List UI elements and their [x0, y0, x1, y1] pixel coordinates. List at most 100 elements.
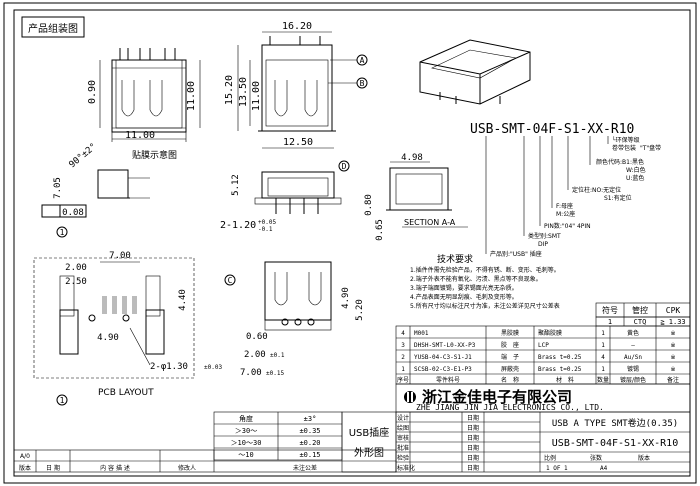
flatness-box	[41, 204, 61, 218]
bom-row: 2 YUSB-04-C3-S1-J1 端 子 Brass t=0.25 4 Au…	[401, 353, 675, 361]
side-view	[258, 36, 336, 132]
svg-text:批准: 批准	[397, 444, 409, 452]
drawing-name-2: 外形图	[354, 447, 384, 459]
callout-b-text: B	[360, 79, 365, 88]
svg-text:4: 4	[401, 330, 405, 337]
svg-text:1: 1	[601, 342, 605, 349]
drawing-name-1: USB插座	[349, 426, 390, 439]
svg-text:LCP: LCP	[538, 342, 549, 349]
svg-text:Brass t=0.25: Brass t=0.25	[538, 366, 582, 373]
svg-text:U:蓝色: U:蓝色	[626, 174, 644, 182]
dim-hole-tol: ±0.03	[204, 364, 222, 371]
svg-text:修改人: 修改人	[178, 464, 196, 472]
dim-498: 4.98	[401, 153, 423, 163]
svg-text:±3°: ±3°	[304, 415, 317, 423]
signature-block: 设计 绘图 审核 批准 检验 标准化 日期 日期 日期 日期 日期 日期 比例 …	[397, 414, 650, 472]
bom-header: 序号 零件料号 名 称 材 料 数量 镀层/颜色 备注	[397, 376, 679, 384]
company-name: 浙江金佳电子有限公司	[422, 388, 572, 406]
callout-c	[224, 274, 236, 286]
svg-text:日期: 日期	[467, 424, 479, 432]
inner-border	[13, 9, 691, 477]
svg-text:SCSB-02-C3-E1-P3: SCSB-02-C3-E1-P3	[414, 366, 472, 373]
section-view	[386, 167, 452, 211]
svg-text:胶 座: 胶 座	[501, 341, 519, 349]
revision-table: A/0 日 期 内 容 描 述 修改人 版本 未注公差	[19, 453, 317, 472]
dim-080: 0.80	[364, 194, 374, 216]
svg-text:镀层/颜色: 镀层/颜色	[620, 376, 646, 384]
svg-text:审核: 审核	[397, 434, 409, 442]
dim-008: 0.08	[62, 208, 84, 218]
dim-1100-h: 11.00	[125, 130, 155, 141]
svg-text:F:母座: F:母座	[556, 202, 573, 210]
svg-text:3.端子端面镀锡，要求锡面光亮无杂质。: 3.端子端面镀锡，要求锡面光亮无杂质。	[410, 284, 518, 292]
svg-text:零件料号: 零件料号	[436, 376, 460, 384]
svg-text:2.端子外表不能有氧化、污渍、黑点等不良现象。: 2.端子外表不能有氧化、污渍、黑点等不良现象。	[410, 275, 542, 283]
spec-sixd: ≧ 1.33	[660, 318, 685, 326]
dim-700-top: 7.00	[109, 251, 131, 261]
svg-text:±0.15: ±0.15	[299, 451, 320, 459]
section-label: SECTION A-A	[404, 218, 456, 227]
dim-200-b: 2.00	[244, 350, 266, 360]
callout-d-text: D	[342, 162, 347, 171]
dim-1620: 16.20	[282, 21, 312, 32]
dim-1250: 12.50	[283, 137, 313, 148]
svg-text:检验: 检验	[397, 454, 409, 462]
svg-text:名 称: 名 称	[501, 376, 519, 384]
svg-text:1: 1	[601, 366, 605, 373]
svg-text:1.插件件需先检验产品，不得有锈、断、变形、毛刺等。: 1.插件件需先检验产品，不得有锈、断、变形、毛刺等。	[410, 266, 560, 274]
svg-text:＞10～30: ＞10～30	[231, 439, 262, 447]
bottom-view	[264, 261, 332, 331]
svg-text:黑胶膜: 黑胶膜	[501, 329, 519, 337]
svg-text:※: ※	[670, 342, 675, 349]
iso-view	[419, 39, 531, 105]
front-view	[111, 48, 187, 133]
drawing-title: USB A TYPE SMT卷边(0.35)	[552, 417, 678, 429]
dim-1350: 13.50	[238, 77, 249, 107]
outer-border	[3, 2, 697, 484]
svg-text:类型别:SMT: 类型别:SMT	[528, 232, 561, 240]
drawing-size: A4	[600, 465, 608, 472]
callout-1b	[56, 394, 68, 406]
dim-520: 5.20	[355, 299, 365, 321]
spec-cpk-val: 1	[608, 318, 612, 326]
dim-090: 0.90	[87, 80, 98, 104]
svg-text:±0.20: ±0.20	[299, 439, 320, 447]
spec-process-val: CTQ	[634, 318, 647, 326]
tape-note: 贴膜示意图	[132, 149, 177, 161]
dim-512: 5.12	[231, 174, 241, 196]
tolerance-table: 角度 ±3° ＞30～ ±0.35 ＞10～30 ±0.20 ～10 ±0.15	[231, 414, 321, 459]
dim-705: 7.05	[53, 177, 63, 199]
svg-text:备注: 备注	[667, 376, 679, 384]
title-box-text: 产品组装图	[28, 22, 78, 35]
svg-text:※: ※	[670, 366, 675, 373]
dim-700-b: 7.00	[240, 368, 262, 378]
spec-cpk: CPK	[666, 306, 681, 315]
svg-text:※: ※	[670, 354, 675, 361]
svg-text:镀锡: 镀锡	[627, 365, 639, 373]
spec-label: 符号	[602, 305, 618, 315]
tech-req-list: 1.插件件需先检验产品，不得有锈、断、变形、毛刺等。 2.端子外表不能有氧化、污…	[410, 266, 560, 310]
svg-text:5.所有尺寸均以标注尺寸为准，未注公差详见尺寸公差表: 5.所有尺寸均以标注尺寸为准，未注公差详见尺寸公差表	[410, 302, 560, 310]
rear-view	[254, 171, 342, 214]
dim-200-b-tol: ±0.1	[270, 352, 285, 359]
callout-1b-text: 1	[60, 396, 65, 405]
svg-text:└环保等级: └环保等级	[612, 136, 640, 144]
svg-text:序号: 序号	[397, 376, 409, 384]
dim-21-tol-dn: -0.1	[258, 226, 273, 233]
dim-440: 4.40	[178, 289, 188, 311]
svg-text:数量: 数量	[597, 376, 609, 384]
svg-text:4.产品表面无明显刮痕、毛刺及变形等。: 4.产品表面无明显刮痕、毛刺及变形等。	[410, 293, 518, 301]
callout-1-text: 1	[60, 228, 65, 237]
svg-text:版本: 版本	[638, 454, 650, 462]
pcb-layout	[33, 257, 195, 379]
dim-1520: 15.20	[224, 75, 235, 105]
svg-text:Brass t=0.25: Brass t=0.25	[538, 354, 582, 361]
callout-a-text: A	[360, 56, 365, 65]
svg-text:"T"盘带: "T"盘带	[640, 144, 661, 152]
svg-text:聚酯胶膜: 聚酯胶膜	[538, 329, 562, 337]
drawing-scale: 1 OF 1	[546, 465, 568, 472]
svg-text:日期: 日期	[467, 464, 479, 472]
svg-text:角度: 角度	[239, 414, 253, 423]
svg-text:卷带包装: 卷带包装	[612, 144, 636, 152]
